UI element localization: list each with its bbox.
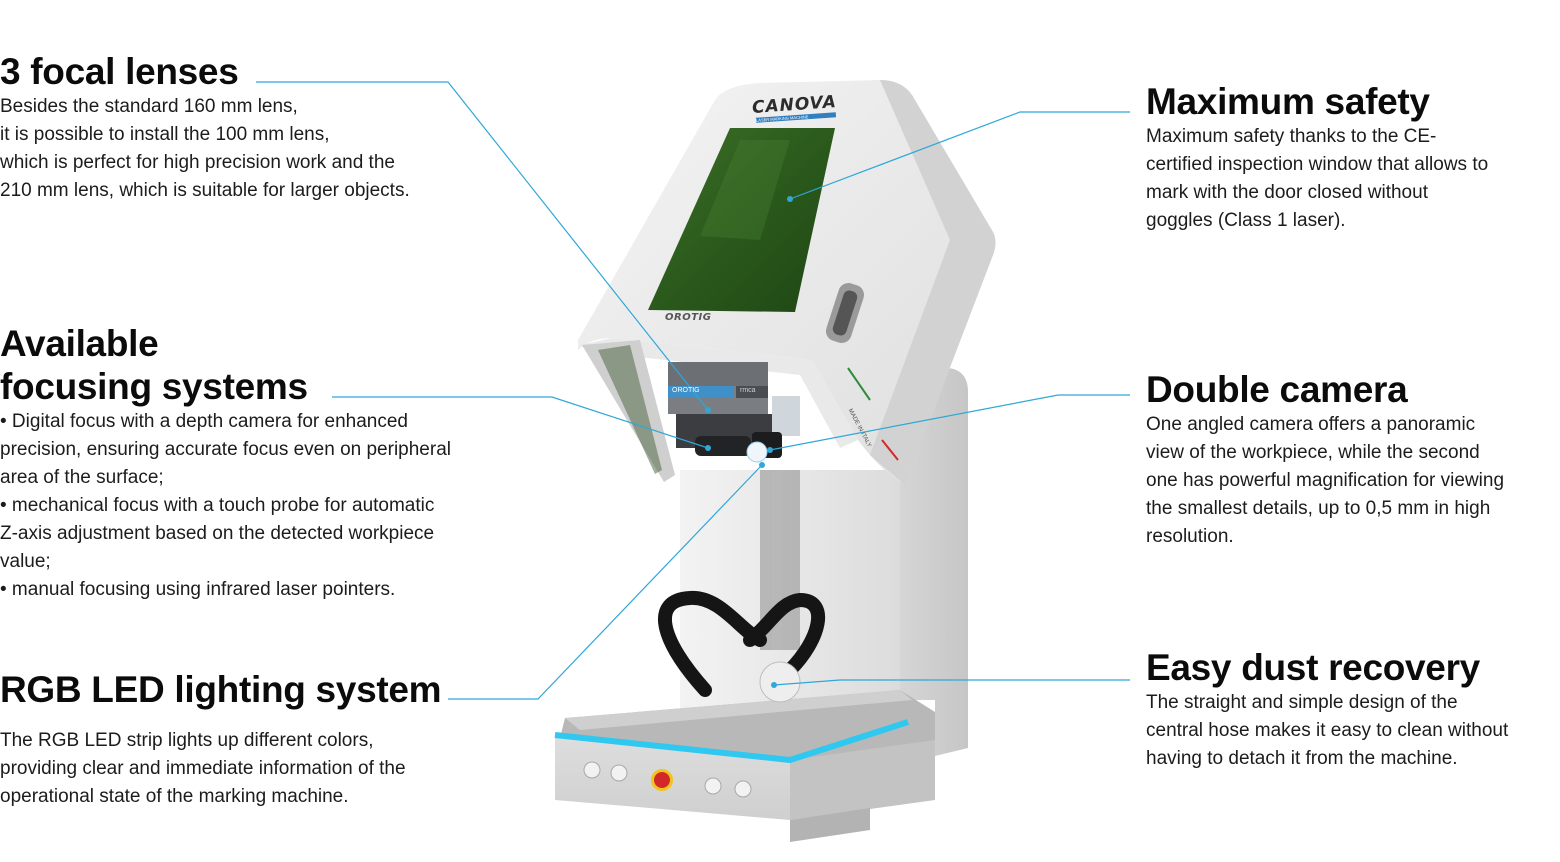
touch-probe [746, 441, 768, 463]
focus-button [704, 777, 722, 795]
feature-title: Easy dust recovery [1146, 647, 1480, 688]
emergency-stop-button [654, 772, 670, 788]
feature-dust-recovery: Easy dust recovery The straight and simp… [1146, 646, 1560, 773]
feature-description: • Digital focus with a depth camera for … [0, 411, 451, 600]
feature-description: The RGB LED strip lights up different co… [0, 730, 406, 807]
maker-logo: OROTIG [665, 312, 712, 323]
right-flex-hose [743, 592, 825, 677]
feature-title: Double camera [1146, 369, 1408, 410]
feature-rgb-led-lighting: RGB LED lighting system The RGB LED stri… [0, 668, 520, 811]
feature-focal-lenses: 3 focal lenses Besides the standard 160 … [0, 50, 520, 205]
feature-description: Maximum safety thanks to the CE- certifi… [1146, 126, 1489, 231]
feature-title: RGB LED lighting system [0, 669, 442, 710]
feature-focusing-systems: Available focusing systems • Digital foc… [0, 322, 540, 604]
feature-title: Maximum safety [1146, 81, 1430, 122]
feature-title: 3 focal lenses [0, 51, 239, 92]
down-button [583, 761, 601, 779]
lens-housing [695, 436, 751, 456]
feature-description: One angled camera offers a panoramic vie… [1146, 414, 1505, 547]
feature-title: Available focusing systems [0, 323, 308, 407]
play-button [734, 780, 752, 798]
dust-recovery-nozzle [759, 661, 801, 703]
feature-double-camera: Double camera One angled camera offers a… [1146, 368, 1560, 551]
feature-maximum-safety: Maximum safety Maximum safety thanks to … [1146, 80, 1560, 235]
laser-head-label-right: rmca [740, 387, 756, 394]
up-button [610, 764, 628, 782]
laser-head-label-left: OROTIG [672, 387, 700, 394]
rgb-led-strip [554, 719, 909, 763]
feature-description: Besides the standard 160 mm lens, it is … [0, 96, 410, 201]
feature-description: The straight and simple design of the ce… [1146, 692, 1509, 769]
